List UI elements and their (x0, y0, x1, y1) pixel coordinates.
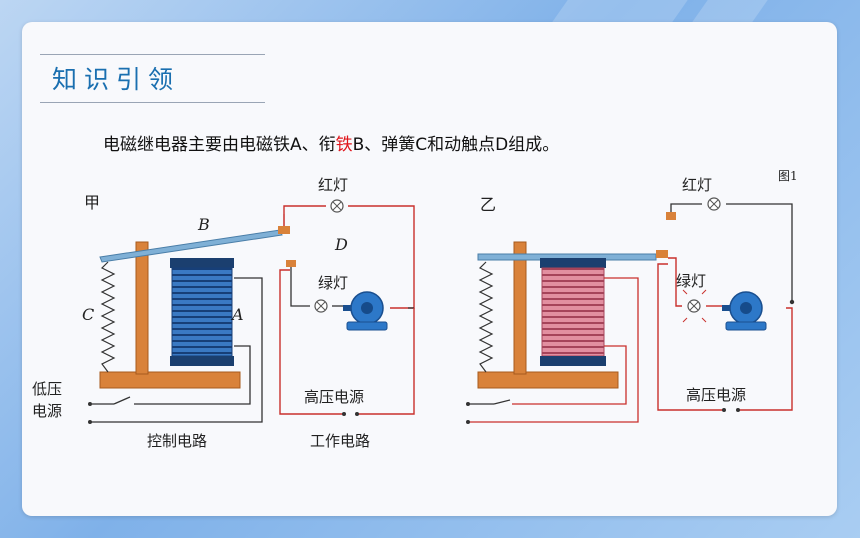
pillar-right (513, 241, 527, 375)
section-title: 知识引领 (52, 65, 181, 94)
contact-d-left (278, 226, 290, 234)
armature-right (477, 253, 657, 261)
low-voltage-label-1: 低压 (32, 380, 62, 398)
label-jia: 甲 (84, 193, 100, 212)
content-card (22, 22, 837, 516)
low-voltage-label-2: 电源 (32, 402, 62, 420)
contact-lower-left (286, 260, 296, 267)
motor-right-icon (721, 291, 767, 331)
high-voltage-label-left: 高压电源 (304, 388, 364, 406)
intro-part-2: B、弹簧C和动触点D组成。 (352, 135, 560, 155)
relay-left: 甲 B C A D (32, 176, 415, 450)
intro-part-1: 电磁继电器主要由电磁铁A、衔 (103, 135, 336, 155)
label-b: B (197, 215, 210, 234)
intro-highlight: 铁 (335, 135, 353, 155)
coil-a-left (171, 267, 233, 357)
spring-left (100, 261, 116, 373)
relay-right: 乙 图1 (466, 169, 798, 424)
intro-text: 电磁继电器主要由电磁铁A、衔铁B、弹簧C和动触点D组成。 (103, 130, 559, 155)
high-voltage-label-right: 高压电源 (686, 386, 746, 404)
green-lamp-label-right: 绿灯 (676, 272, 706, 290)
motor-left-icon (342, 291, 388, 331)
background-stripe (552, 0, 688, 22)
coil-right (541, 267, 605, 357)
figure-ref: 图1 (778, 169, 798, 183)
label-a: A (230, 305, 244, 324)
spring-right (478, 261, 494, 373)
base-left (99, 371, 241, 389)
red-lamp-label-left: 红灯 (318, 176, 348, 194)
label-d: D (334, 235, 348, 254)
background-stripe (692, 0, 768, 22)
work-circuit-label: 工作电路 (310, 432, 370, 450)
coil-cap-top-left (170, 258, 234, 268)
label-yi: 乙 (480, 195, 496, 214)
title-rule-bottom (40, 102, 265, 103)
green-lamp-glow-right (682, 289, 707, 323)
relay-diagram: 甲 B C A D (32, 169, 798, 450)
coil-cap-bottom-left (170, 356, 234, 366)
red-lamp-label-right: 红灯 (682, 176, 712, 194)
control-circuit-label: 控制电路 (147, 432, 207, 450)
label-c: C (82, 305, 94, 324)
title-rule-top (40, 54, 265, 55)
armature-left (99, 229, 283, 263)
green-lamp-label-left: 绿灯 (318, 274, 348, 292)
base-right (477, 371, 619, 389)
pillar-left (135, 241, 149, 375)
contact-d-right (656, 250, 668, 258)
